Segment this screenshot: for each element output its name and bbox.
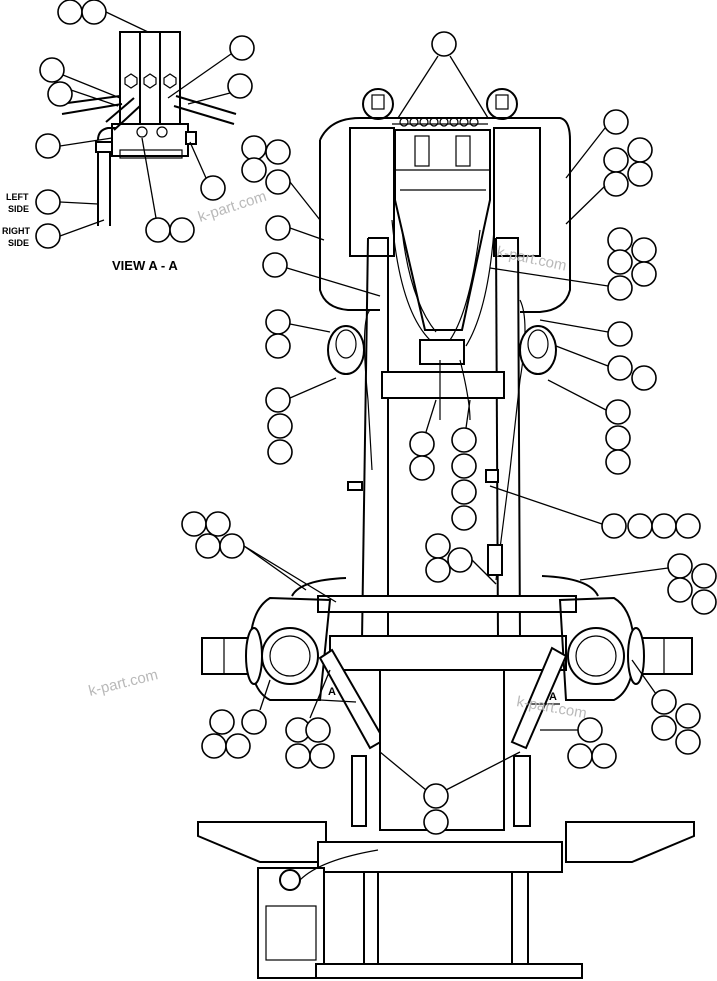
right-side-label-line2: SIDE: [8, 238, 29, 248]
callouts: [181, 31, 717, 835]
section-mark-left: A: [328, 686, 336, 698]
axle-assembly: A A: [201, 575, 693, 750]
watermark-3: k-part.com: [87, 666, 160, 700]
view-title: VIEW A - A: [112, 258, 178, 273]
left-side-label-line2: SIDE: [8, 204, 29, 214]
right-side-label-line1: RIGHT: [2, 226, 31, 236]
lower-assembly: [197, 669, 695, 979]
upper-assembly: [319, 88, 571, 641]
section-mark-right: A: [549, 691, 557, 703]
view-a-a-inset: LEFT SIDE RIGHT SIDE VIEW A - A: [2, 0, 255, 273]
left-side-label-line1: LEFT: [6, 192, 29, 202]
